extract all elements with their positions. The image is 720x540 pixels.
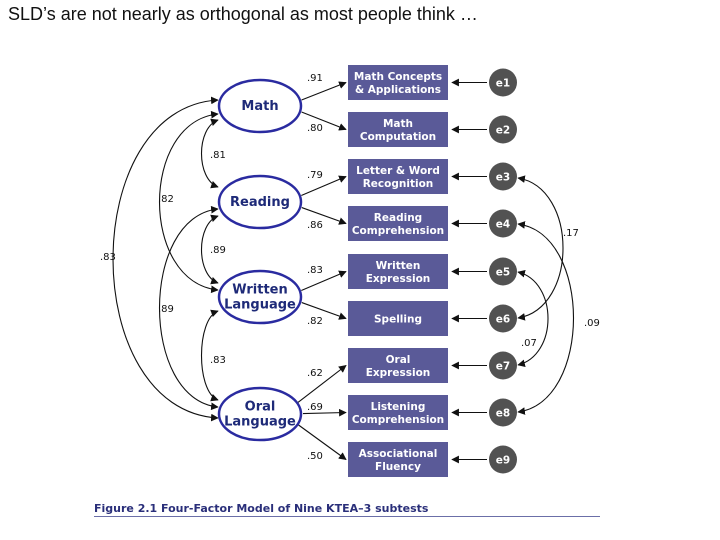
loading-arrow-9 <box>297 424 347 460</box>
error-correlation-value-e4-e6: .09 <box>584 318 600 329</box>
correlation-arc-reading-oral <box>159 205 219 411</box>
loading-arrow-6 <box>301 302 347 320</box>
correlation-value-math-reading: .81 <box>210 150 226 161</box>
correlation-arc-math-oral <box>112 96 219 422</box>
loading-arrow-8 <box>302 408 347 417</box>
loading-value-1: .91 <box>307 73 323 84</box>
error-correlation-value-e5-e7: .07 <box>521 338 537 349</box>
factor-math <box>217 78 303 134</box>
subtest-box-4 <box>348 206 448 241</box>
factor-reading <box>217 174 303 230</box>
loading-value-6: .82 <box>307 316 323 327</box>
subtest-box-2 <box>348 112 448 147</box>
factor-label-reading: Reading <box>230 195 290 210</box>
caption-rule <box>94 516 600 517</box>
loading-value-7: .62 <box>307 368 323 379</box>
error-label-e1: e1 <box>496 78 510 90</box>
error-node-e9 <box>489 445 517 474</box>
loading-value-9: .50 <box>307 451 323 462</box>
slide-title: SLD’s are not nearly as orthogonal as mo… <box>8 4 478 24</box>
loading-arrow-7 <box>297 365 347 404</box>
subtest-box-8 <box>348 395 448 430</box>
error-label-e9: e9 <box>496 455 510 467</box>
subtest-label-1: Math Concepts& Applications <box>354 71 442 96</box>
loading-arrow-1 <box>301 81 347 101</box>
correlation-arc-math-written <box>158 110 219 294</box>
error-correlation-arc-e3-e8 <box>517 175 564 321</box>
figure-caption: Figure 2.1 Four-Factor Model of Nine KTE… <box>94 502 429 515</box>
error-correlation-arc-e5-e7 <box>517 269 549 368</box>
loading-value-5: .83 <box>307 265 323 276</box>
correlation-value-math-oral: .83 <box>100 252 116 263</box>
subtest-box-3 <box>348 159 448 194</box>
loading-value-4: .86 <box>307 220 323 231</box>
loading-arrow-4 <box>301 207 347 225</box>
error-label-e3: e3 <box>496 172 510 184</box>
error-label-e2: e2 <box>496 125 510 137</box>
error-node-e1 <box>489 68 517 97</box>
error-label-e5: e5 <box>496 267 510 279</box>
correlation-value-math-written: .82 <box>158 194 174 205</box>
subtest-label-6: Spelling <box>374 314 422 326</box>
loading-value-8: .69 <box>307 402 323 413</box>
error-label-e6: e6 <box>496 314 510 326</box>
error-label-e4: e4 <box>496 219 510 231</box>
subtest-box-1 <box>348 65 448 100</box>
correlation-value-reading-written: .89 <box>210 245 226 256</box>
error-node-e3 <box>489 162 517 191</box>
error-correlation-arc-e4-e6 <box>517 221 575 415</box>
subtest-box-5 <box>348 254 448 289</box>
error-label-e8: e8 <box>496 408 510 420</box>
factor-label-math: Math <box>241 99 278 114</box>
correlation-value-written-oral: .83 <box>210 355 226 366</box>
loading-value-3: .79 <box>307 170 323 181</box>
factor-oral <box>217 386 303 442</box>
error-correlation-value-e3-e8: .17 <box>563 228 579 239</box>
loading-arrow-2 <box>301 111 347 131</box>
subtest-box-6 <box>348 301 448 336</box>
loading-value-2: .80 <box>307 123 323 134</box>
loading-arrow-5 <box>301 270 347 291</box>
error-node-e6 <box>489 304 517 333</box>
error-node-e5 <box>489 257 517 286</box>
error-node-e7 <box>489 351 517 380</box>
correlation-value-reading-oral: .89 <box>158 304 174 315</box>
error-label-e7: e7 <box>496 361 510 373</box>
subtest-box-9 <box>348 442 448 477</box>
loading-arrow-3 <box>301 175 347 196</box>
error-node-e2 <box>489 115 517 144</box>
error-node-e4 <box>489 209 517 238</box>
error-node-e8 <box>489 398 517 427</box>
subtest-box-7 <box>348 348 448 383</box>
factor-written <box>217 269 303 325</box>
